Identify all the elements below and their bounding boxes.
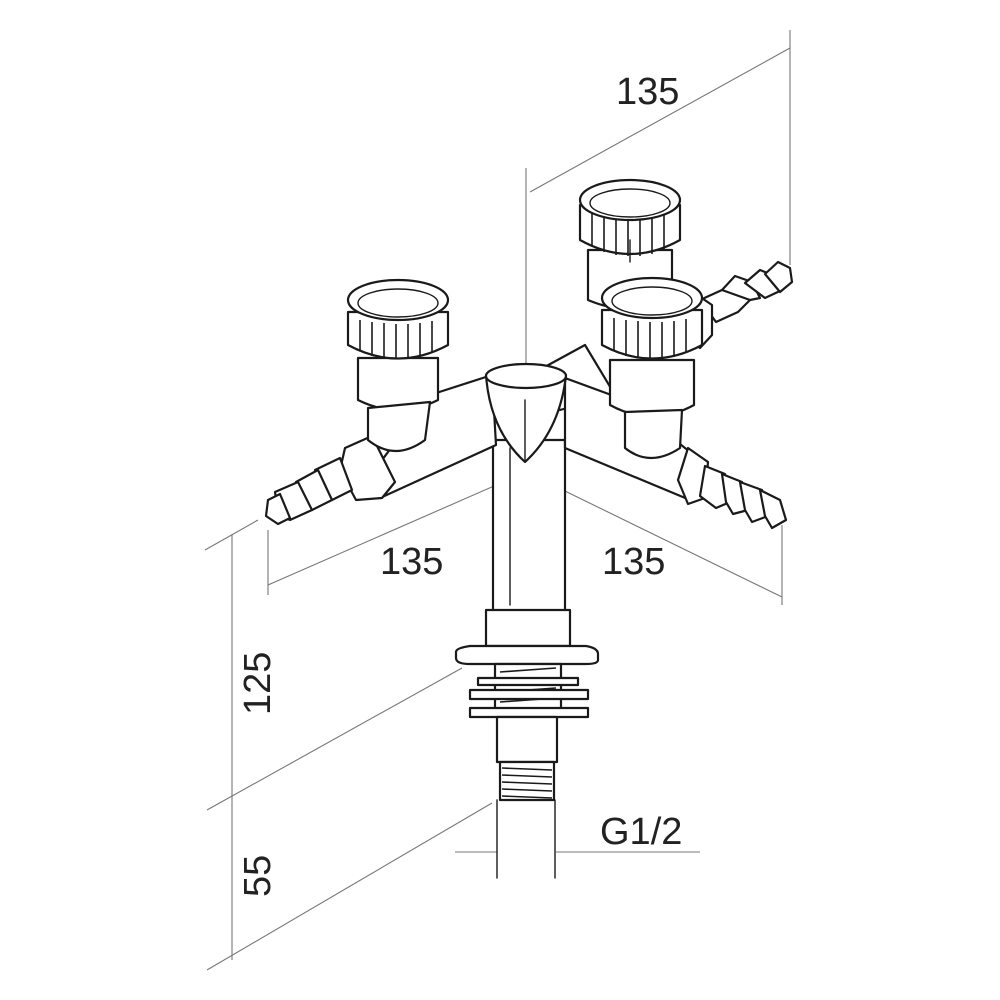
back-hose-barb: [698, 260, 794, 324]
dim-thread: G1/2: [600, 811, 682, 853]
right-tap: [563, 276, 788, 530]
dim-top-right: 135: [616, 71, 679, 113]
right-hose-barb: [698, 464, 788, 530]
dim-height-lower: 55: [237, 855, 279, 897]
central-hub: [484, 362, 568, 464]
dim-height-upper: 125: [237, 652, 279, 715]
stem: [454, 438, 600, 879]
left-hose-barb: [264, 456, 354, 526]
dimension-lines: [204, 30, 791, 971]
dim-left: 135: [380, 541, 443, 583]
left-tap: [264, 278, 498, 526]
dim-right: 135: [602, 541, 665, 583]
